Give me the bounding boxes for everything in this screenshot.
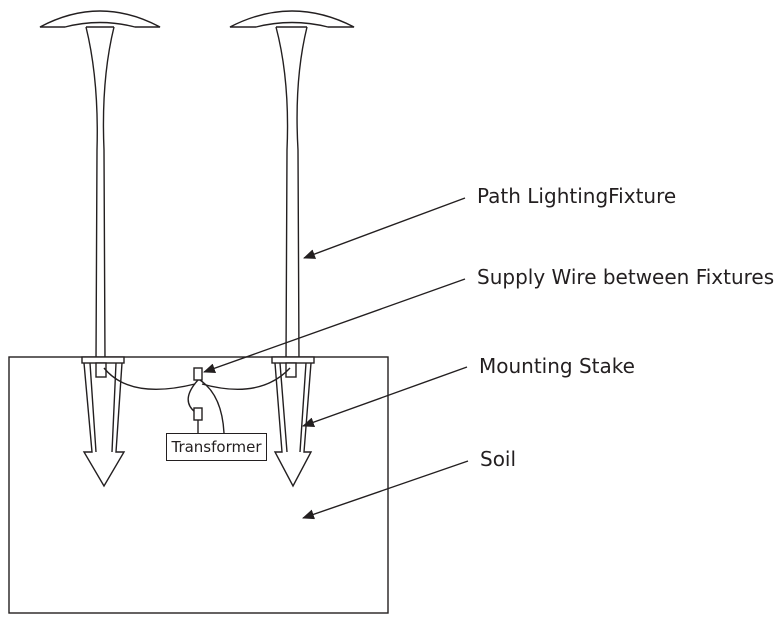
right-fixture-shade: [229, 10, 355, 28]
supply-wires: [103, 367, 291, 434]
right-mounting-stake: [271, 356, 315, 488]
mounting-stake-callout-label: Mounting Stake: [479, 354, 635, 378]
left-fixture-shade: [39, 10, 161, 28]
arrow-supply-wire: [203, 278, 466, 374]
transformer-label: Transformer: [171, 438, 262, 456]
transformer-box: Transformer: [166, 433, 267, 461]
arrow-soil: [302, 460, 469, 520]
wire-connector: [193, 367, 203, 381]
soil-block: [8, 356, 389, 614]
fixture-callout-label: Path LightingFixture: [477, 184, 677, 208]
right-fixture-post: [275, 26, 308, 363]
left-path-light-fixture: [39, 10, 161, 363]
left-mounting-stake: [81, 356, 126, 488]
left-fixture-post: [85, 26, 115, 363]
arrow-fixture: [303, 197, 466, 259]
right-path-light-fixture: [229, 10, 355, 363]
supply-wire-callout-label: Supply Wire between Fixtures: [477, 265, 775, 289]
soil-callout-label: Soil: [480, 447, 517, 471]
transformer-plug: [193, 407, 203, 421]
arrow-mounting-stake: [302, 366, 468, 427]
